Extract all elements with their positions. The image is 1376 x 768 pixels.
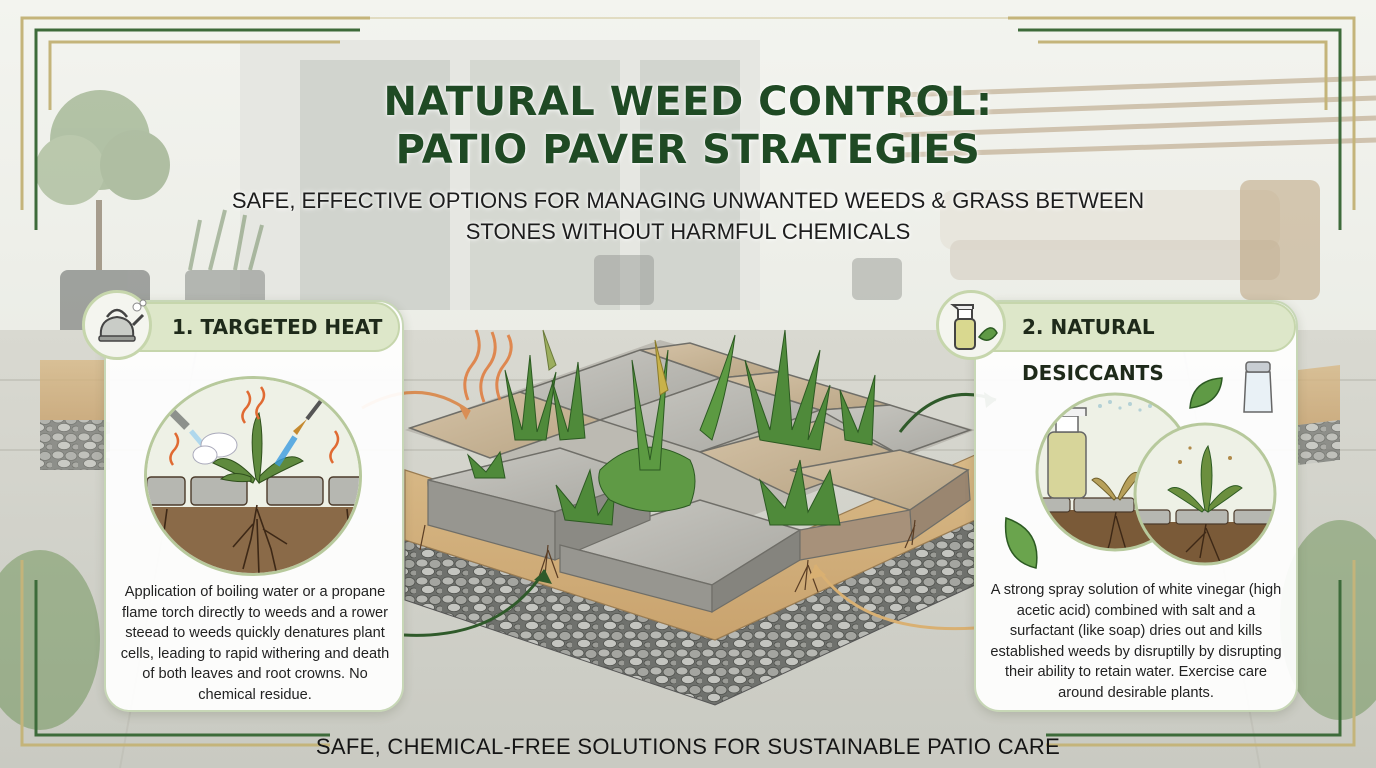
leaf-icon [1004, 516, 1038, 569]
subtitle-line-1: SAFE, EFFECTIVE OPTIONS FOR MANAGING UNW… [231, 188, 1145, 213]
vinegar-spray-and-salt-illustration [1030, 362, 1280, 572]
page-title-line-1: NATURAL WEED CONTROL: [383, 79, 993, 125]
footer-tagline: SAFE, CHEMICAL-FREE SOLUTIONS FOR SUSTAI… [315, 734, 1061, 759]
leaf-icon [1189, 377, 1223, 409]
targeted-heat-description: Application of boiling water or a propan… [120, 584, 390, 703]
natural-desiccants-description: A strong spray solution of white vinegar… [990, 582, 1282, 701]
spray-bottle-icon [936, 290, 1006, 360]
boiling-water-and-flame-torch-illustration [144, 376, 362, 576]
page-title-line-2: PATIO PAVER STRATEGIES [395, 127, 981, 173]
kettle-icon [82, 290, 152, 360]
subtitle-line-2: STONES WITHOUT HARMFUL CHEMICALS [465, 219, 911, 244]
salt-shaker-icon [1243, 361, 1273, 413]
